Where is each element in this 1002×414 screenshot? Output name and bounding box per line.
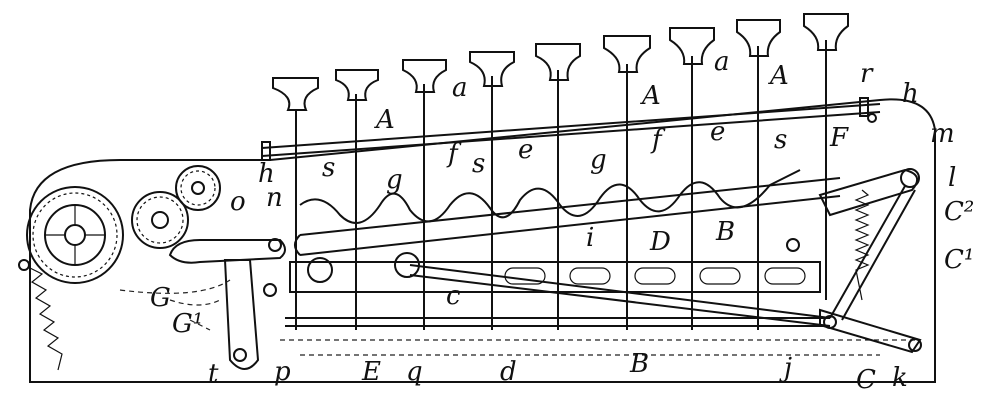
label-h-1: h xyxy=(902,79,919,109)
bar-c xyxy=(409,264,831,327)
label-e-2: e xyxy=(710,117,725,147)
label-B-1: B xyxy=(629,349,649,379)
label-a-2: a xyxy=(714,47,730,77)
labels: A A A a a r h h m F l C² C¹ s s s g g f … xyxy=(150,47,974,395)
frame-outline xyxy=(29,98,936,383)
dashed-base xyxy=(280,339,920,356)
bar-D xyxy=(294,177,841,256)
label-D: D xyxy=(649,227,671,257)
label-f-1: f xyxy=(446,139,462,169)
plate-slots xyxy=(504,267,806,285)
label-s-1: s xyxy=(322,153,335,183)
roller-q xyxy=(394,252,420,278)
label-d: d xyxy=(500,357,517,387)
label-p: p xyxy=(274,357,291,387)
label-n: n xyxy=(266,183,283,213)
label-t: t xyxy=(208,359,219,389)
label-A-2: A xyxy=(640,81,661,111)
label-C: C xyxy=(856,365,876,395)
plate-B xyxy=(289,261,821,293)
lever-C xyxy=(819,308,922,354)
label-q: q xyxy=(406,357,423,387)
large-gear xyxy=(26,186,124,284)
top-bar xyxy=(261,103,881,157)
key-stems xyxy=(295,40,827,330)
roller-p xyxy=(307,257,333,283)
label-G1: G¹ xyxy=(172,309,203,339)
screw-mid xyxy=(786,238,800,252)
label-e-1: e xyxy=(518,135,533,165)
bar-d xyxy=(285,317,830,327)
label-C1: C¹ xyxy=(944,245,974,275)
label-f-2: f xyxy=(650,125,666,155)
top-bar-bracket-left xyxy=(261,141,271,161)
label-B-2: B xyxy=(715,217,735,247)
pivot-k xyxy=(908,338,922,352)
label-g-2: g xyxy=(590,145,607,175)
pivot-t xyxy=(233,348,247,362)
top-bar-bracket-right xyxy=(859,97,869,117)
label-A-3: A xyxy=(768,61,789,91)
label-l: l xyxy=(948,163,956,193)
label-C2: C² xyxy=(944,197,974,227)
label-o: o xyxy=(230,187,246,217)
label-m: m xyxy=(930,119,955,149)
label-s-3: s xyxy=(774,125,787,155)
top-gear xyxy=(175,165,221,211)
left-spring xyxy=(29,267,63,371)
screw-r xyxy=(867,113,877,123)
arm-G1 xyxy=(223,259,260,370)
left-pin xyxy=(18,259,30,271)
arm-G xyxy=(168,239,286,264)
pivot-n xyxy=(268,238,282,252)
pivot-small xyxy=(263,283,277,297)
pivot-j xyxy=(823,315,837,329)
label-E: E xyxy=(361,357,381,387)
key-heads xyxy=(272,13,849,111)
label-a-1: a xyxy=(452,73,468,103)
label-h-2: h xyxy=(258,159,275,189)
small-gear xyxy=(131,191,189,249)
dashed-G xyxy=(119,279,231,331)
spring-C1 xyxy=(854,189,870,301)
label-k: k xyxy=(892,363,908,393)
pivot-l xyxy=(900,168,920,188)
label-A-1: A xyxy=(374,105,395,135)
lever-m xyxy=(818,168,919,217)
label-F: F xyxy=(829,123,849,153)
label-r: r xyxy=(860,59,874,89)
bar-s xyxy=(299,169,801,224)
label-i: i xyxy=(586,223,594,253)
link-C2 xyxy=(829,185,916,321)
label-s-2: s xyxy=(472,149,485,179)
label-j: j xyxy=(779,353,792,383)
label-c: c xyxy=(446,281,461,311)
label-G: G xyxy=(150,283,171,313)
label-g-1: g xyxy=(386,165,403,195)
